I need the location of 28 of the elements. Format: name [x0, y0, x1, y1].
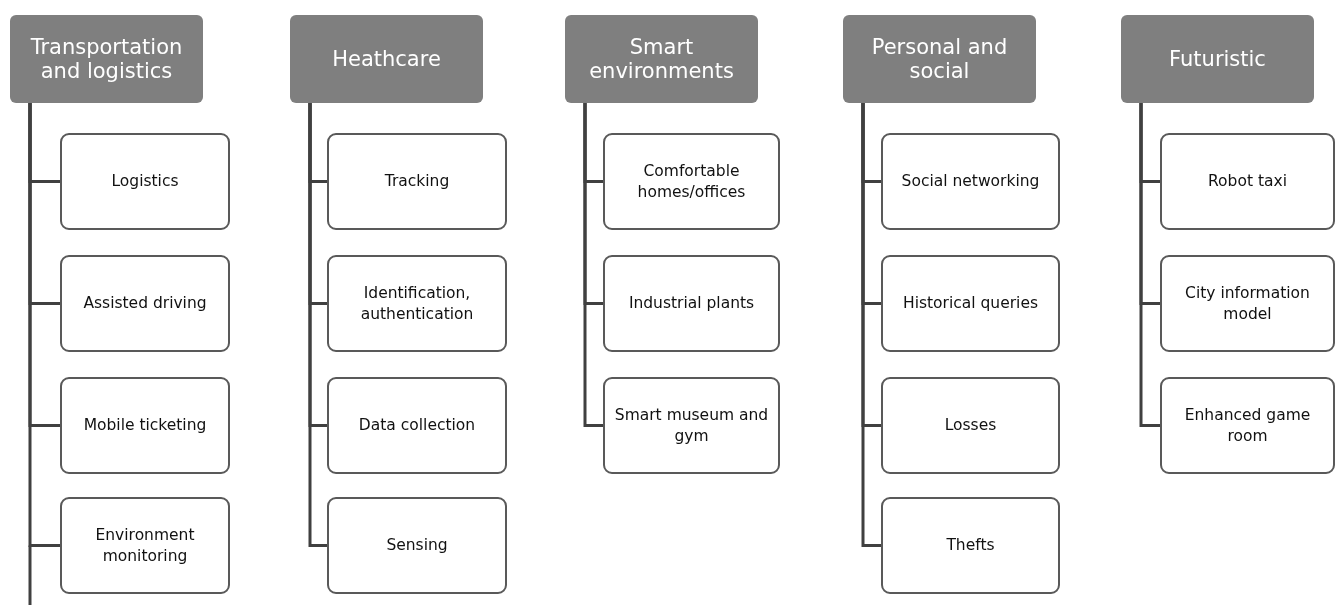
- item-box: Identification, authentication: [327, 255, 507, 352]
- tree-connector: [28, 103, 60, 547]
- tree-connector: [308, 103, 327, 547]
- item-box: Enhanced game room: [1160, 377, 1335, 474]
- item-box: Losses: [881, 377, 1060, 474]
- item-box: Mobile ticketing: [60, 377, 230, 474]
- item-box: Data collection: [327, 377, 507, 474]
- item-box: Industrial plants: [603, 255, 780, 352]
- item-box: Social networking: [881, 133, 1060, 230]
- category-header: Futuristic: [1121, 15, 1314, 103]
- item-box: Logistics: [60, 133, 230, 230]
- item-box: Comfortable homes/offices: [603, 133, 780, 230]
- tree-connector: [1139, 103, 1160, 427]
- item-box: Thefts: [881, 497, 1060, 594]
- item-box: Sensing: [327, 497, 507, 594]
- item-box: Historical queries: [881, 255, 1060, 352]
- item-box: Robot taxi: [1160, 133, 1335, 230]
- category-header: Smart environments: [565, 15, 758, 103]
- item-box: Smart museum and gym: [603, 377, 780, 474]
- item-box: Assisted driving: [60, 255, 230, 352]
- item-box: Tracking: [327, 133, 507, 230]
- item-box: City information model: [1160, 255, 1335, 352]
- category-header: Personal and social: [843, 15, 1036, 103]
- category-header: Transportation and logistics: [10, 15, 203, 103]
- tree-connector: [583, 103, 603, 427]
- category-header: Heathcare: [290, 15, 483, 103]
- tree-connector: [861, 103, 881, 547]
- item-box: Environment monitoring: [60, 497, 230, 594]
